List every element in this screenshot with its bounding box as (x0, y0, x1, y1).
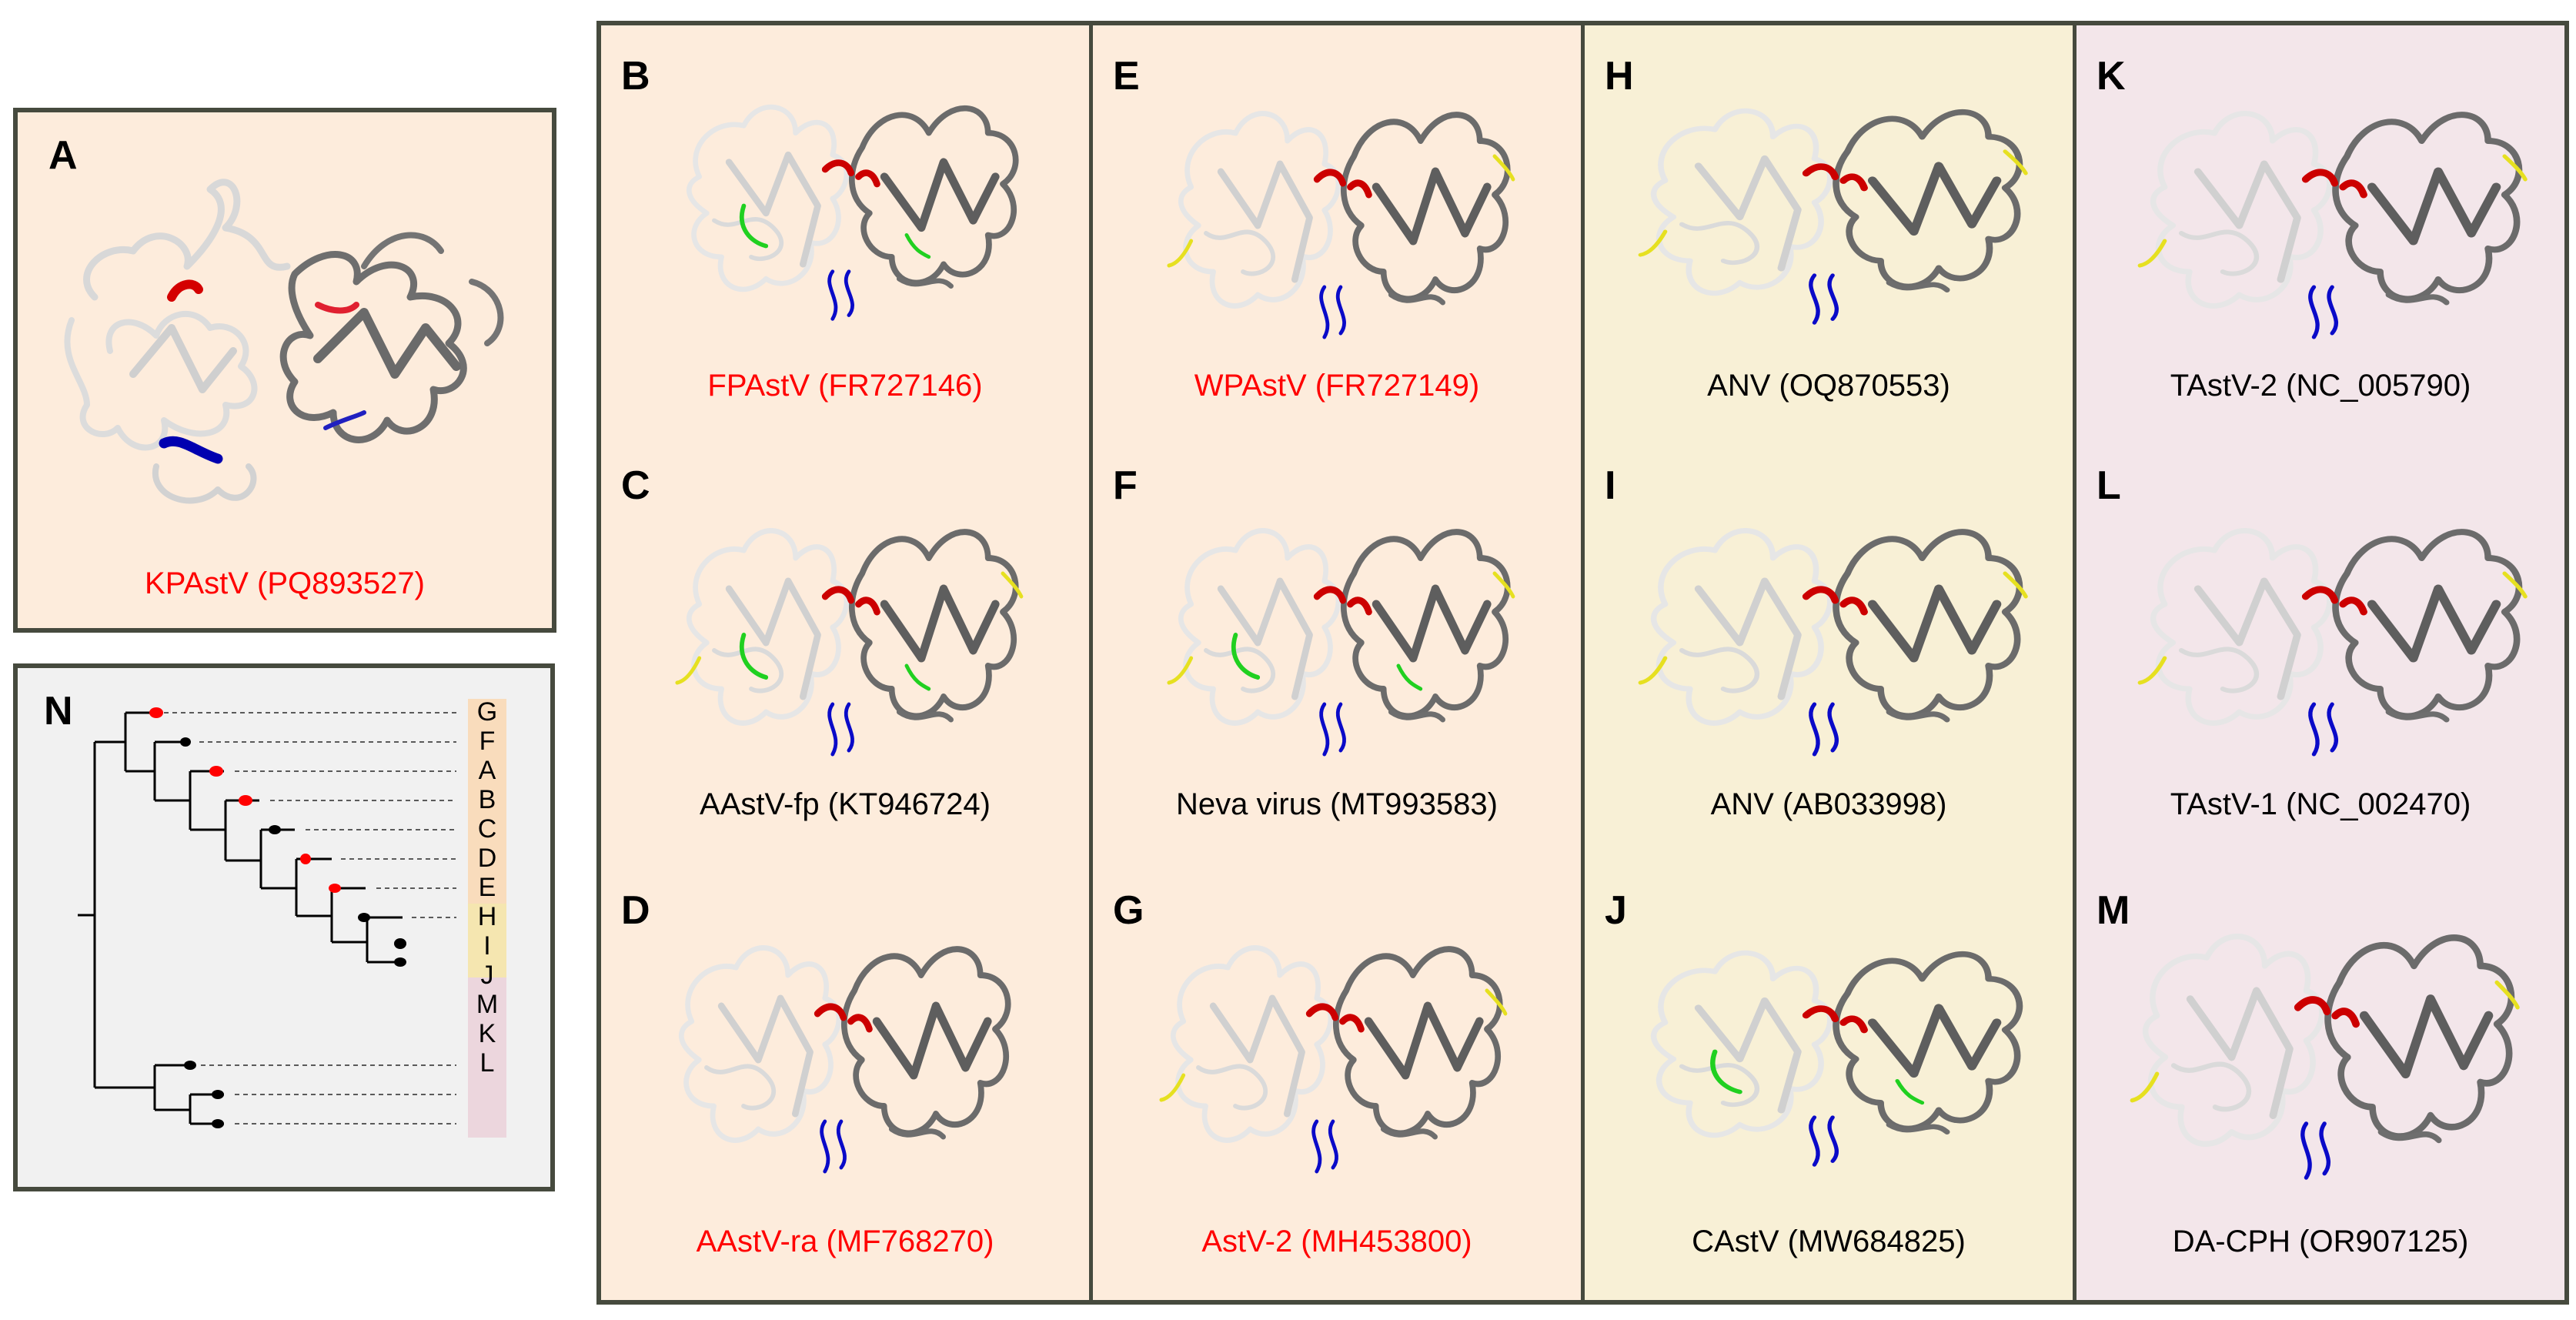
node-i (394, 938, 406, 949)
panel-letter: B (621, 54, 650, 99)
panel-letter: D (621, 887, 650, 933)
protein-structure-icon (655, 481, 1040, 774)
panel-caption: TAstV-2 (NC_005790) (2170, 369, 2471, 403)
node-b (239, 795, 252, 806)
panel-caption: ANV (AB033998) (1710, 787, 1947, 821)
panel-caption: AAstV-ra (MF768270) (696, 1224, 994, 1258)
panel-caption: AAstV-fp (KT946724) (700, 787, 991, 821)
protein-structure-icon (2115, 481, 2546, 774)
tree-leaf-label: A (478, 756, 496, 785)
tree-diagram (78, 699, 506, 1138)
panel-b: B FPAstV (FR727146) (601, 25, 1089, 450)
panel-caption: Neva virus (MT993583) (1176, 787, 1498, 821)
column-2: E WPAstV (FR727149) F Neva virus (MT9935… (1089, 25, 1581, 1300)
tree-leaf-label: J (480, 961, 494, 990)
panel-caption: FPAstV (FR727146) (707, 369, 983, 403)
panel-letter: I (1605, 463, 1616, 508)
panel-caption: AstV-2 (MH453800) (1201, 1224, 1472, 1258)
tree-leaf-label: C (477, 814, 497, 844)
panel-i: I ANV (AB033998) (1585, 450, 2073, 875)
protein-structure-icon (1615, 64, 2046, 341)
panel-letter: L (2097, 463, 2121, 508)
tree-leaf-label: G (476, 697, 498, 727)
node-f (180, 737, 191, 747)
panel-letter: M (2097, 887, 2130, 933)
node-m (184, 1061, 196, 1070)
protein-structure-icon (1615, 906, 2046, 1183)
column-1: B FPAstV (FR727146) C AAstV-fp (KT946724… (601, 25, 1089, 1300)
protein-structure-icon (647, 898, 1032, 1191)
panel-letter: J (1605, 887, 1627, 933)
panel-j: J CAstV (MW684825) (1585, 875, 2073, 1300)
panel-caption: CAstV (MW684825) (1692, 1224, 1966, 1258)
protein-structure-icon (2115, 64, 2546, 356)
tree-leaf-label: K (478, 1019, 496, 1048)
protein-structure-icon (1615, 481, 2046, 774)
panel-n-phylogenetic-tree: N (13, 663, 555, 1191)
node-a (209, 766, 223, 777)
panel-m: M DA-CPH (OR907125) (2077, 875, 2564, 1300)
protein-structure-icon (64, 179, 504, 504)
node-g (149, 707, 163, 718)
column-3: H ANV (OQ870553) I ANV (AB033998) J CAst… (1581, 25, 2073, 1300)
tree-leaf-label: B (478, 785, 496, 814)
protein-structure-icon (655, 60, 1040, 337)
panel-g: G AstV-2 (MH453800) (1093, 875, 1581, 1300)
tree-leaf-label: D (477, 844, 497, 873)
panel-l: L TAstV-1 (NC_002470) (2077, 450, 2564, 875)
protein-structure-icon (1147, 64, 1532, 356)
panel-caption: DA-CPH (OR907125) (2172, 1224, 2469, 1258)
panel-letter: E (1113, 54, 1140, 99)
tree-leaf-label: H (477, 902, 497, 931)
node-k (212, 1090, 224, 1099)
panel-f: F Neva virus (MT993583) (1093, 450, 1581, 875)
protein-structure-icon (2107, 883, 2538, 1198)
panel-caption: WPAstV (FR727149) (1194, 369, 1480, 403)
panel-caption: TAstV-1 (NC_002470) (2170, 787, 2471, 821)
panel-caption: KPAstV (PQ893527) (145, 566, 425, 600)
panel-caption: ANV (OQ870553) (1707, 369, 1950, 403)
panel-letter: H (1605, 54, 1634, 99)
column-4: K TAstV-2 (NC_005790) L TAstV-1 (NC_0024… (2073, 25, 2564, 1300)
protein-structure-icon (1147, 481, 1532, 774)
structure-grid: B FPAstV (FR727146) C AAstV-fp (KT946724… (596, 21, 2569, 1305)
tree-leaf-label: L (479, 1048, 495, 1078)
panel-letter: N (44, 689, 73, 734)
panel-d: D AAstV-ra (MF768270) (601, 875, 1089, 1300)
node-c (269, 825, 281, 834)
node-d (300, 854, 311, 864)
panel-h: H ANV (OQ870553) (1585, 25, 2073, 450)
panel-letter: G (1113, 887, 1144, 933)
node-h (358, 913, 370, 922)
panel-letter: A (48, 133, 78, 178)
panel-k: K TAstV-2 (NC_005790) (2077, 25, 2564, 450)
panel-c: C AAstV-fp (KT946724) (601, 450, 1089, 875)
panel-letter: C (621, 463, 650, 508)
node-l (212, 1119, 224, 1128)
panel-letter: K (2097, 54, 2126, 99)
tree-leaf-label: M (476, 990, 499, 1019)
tree-leaf-labels: G F A B C D E H I J M K L (468, 697, 506, 1078)
tree-leaf-label: F (479, 727, 496, 756)
tree-leaf-label: E (478, 873, 496, 902)
panel-a: A KPAstV (PQ893527) (13, 108, 556, 633)
panel-letter: F (1113, 463, 1138, 508)
protein-structure-icon (1139, 898, 1524, 1191)
tree-leaf-label: I (483, 931, 491, 961)
node-e (329, 884, 341, 893)
panel-e: E WPAstV (FR727149) (1093, 25, 1581, 450)
node-j (394, 957, 406, 967)
